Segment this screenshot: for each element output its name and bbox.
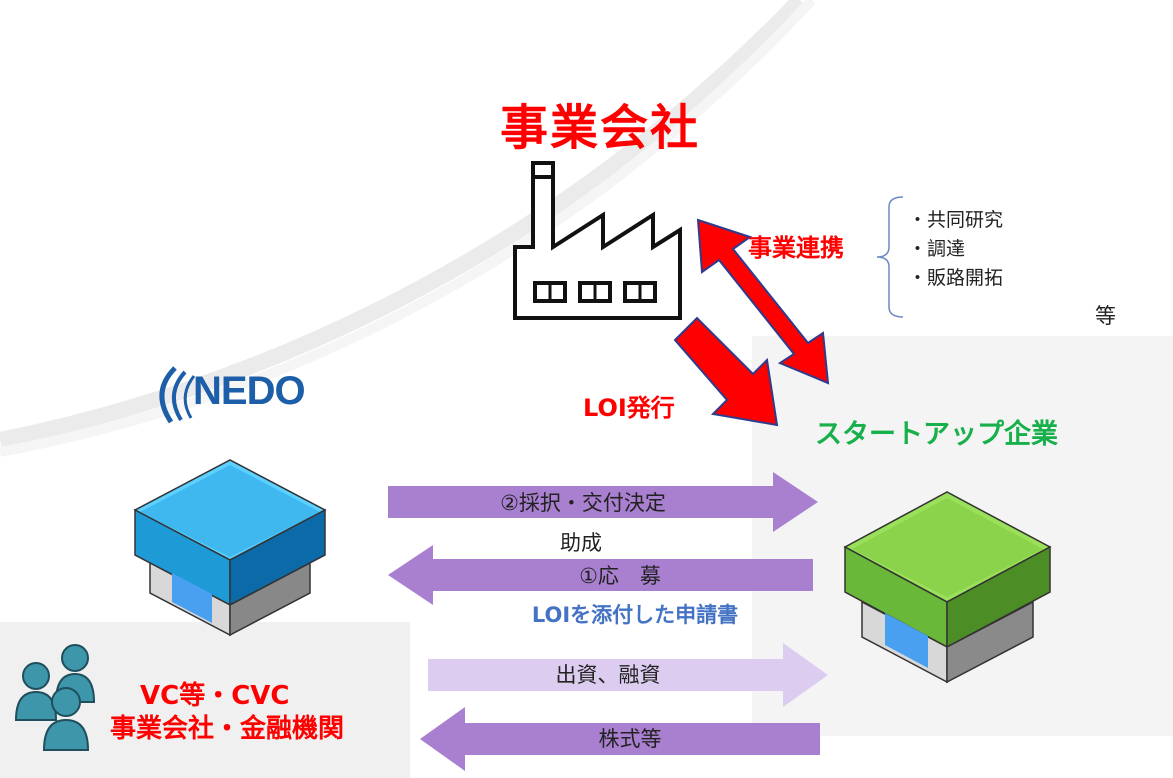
- partnership-label: 事業連携: [748, 234, 844, 262]
- list-item: ・調達: [908, 238, 966, 260]
- list-item: ・販路開拓: [908, 267, 1004, 289]
- selection-arrow: [388, 472, 818, 532]
- company-title: 事業会社: [499, 100, 700, 156]
- loi-label: LOI発行: [583, 394, 675, 422]
- application-note: LOIを添付した申請書: [531, 603, 739, 627]
- loi-arrow: [673, 316, 779, 427]
- partnership-double-arrow: [696, 218, 830, 385]
- investors-line2: 事業会社・金融機関: [110, 714, 345, 744]
- shares-arrow: [420, 707, 820, 771]
- partnership-list: ・共同研究 ・調達 ・販路開拓: [908, 206, 1003, 293]
- application-label: ①応 募: [579, 564, 661, 588]
- shares-label: 株式等: [598, 727, 662, 751]
- list-bracket: [876, 196, 904, 318]
- nedo-logo-icon: [159, 366, 196, 424]
- selection-label: ②採択・交付決定: [500, 491, 666, 515]
- investors-line1: VC等・CVC: [140, 681, 290, 711]
- people-icon: [14, 644, 96, 751]
- nedo-logo-text: NEDO: [193, 369, 306, 413]
- investment-label: 出資、融資: [555, 663, 661, 687]
- startup-label: スタートアップ企業: [815, 419, 1058, 450]
- etc-label: 等: [1095, 304, 1116, 328]
- list-item: ・共同研究: [908, 209, 1004, 231]
- nedo-building-icon: [133, 459, 327, 637]
- factory-icon: [513, 161, 682, 320]
- investment-arrow: [428, 643, 828, 707]
- application-arrow: [388, 545, 813, 605]
- grant-label: 助成: [560, 531, 602, 555]
- startup-building-icon: [843, 491, 1052, 684]
